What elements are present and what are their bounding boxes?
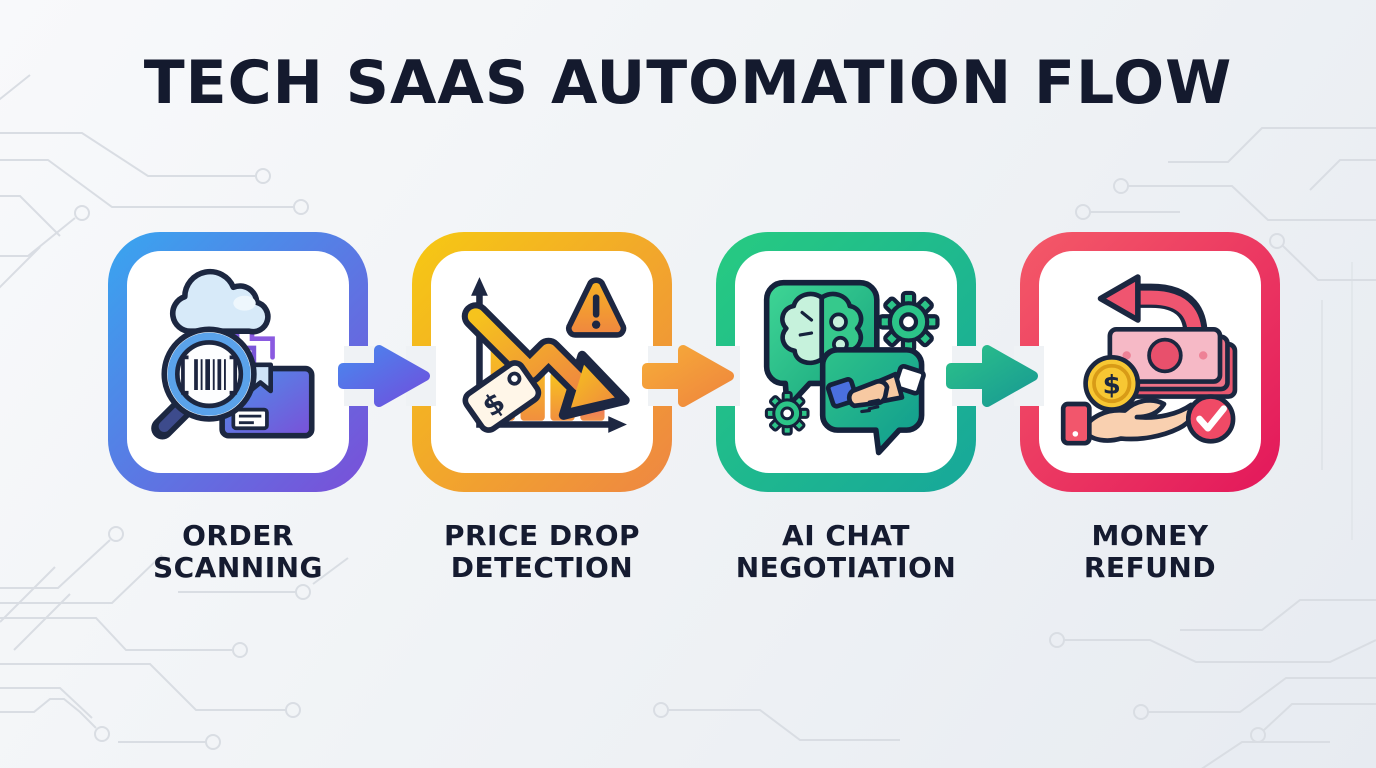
svg-text:$: $ <box>1103 371 1121 401</box>
step-label-line: PRICE DROP <box>443 519 641 552</box>
step-label-line: SCANNING <box>152 550 324 584</box>
step-label-order-scanning: ORDER SCANNING <box>86 520 390 584</box>
card-inner <box>735 251 957 473</box>
card-inner <box>127 251 349 473</box>
money-refund-icon: $ <box>1060 274 1238 446</box>
step-card-money-refund: $ <box>1014 232 1280 492</box>
flow-arrow-2 <box>642 345 734 407</box>
step-label-line: MONEY <box>1091 519 1209 552</box>
ai-chat-negotiation-icon <box>763 279 944 456</box>
step-card-price-drop: $ <box>406 232 678 492</box>
page-title: TECH SAAS AUTOMATION FLOW <box>143 48 1233 118</box>
step-label-line: DETECTION <box>450 550 634 584</box>
step-card-ai-chat <box>710 232 982 492</box>
step-label-line: AI CHAT <box>782 519 910 552</box>
step-label-line: NEGOTIATION <box>735 550 957 584</box>
step-label-price-drop: PRICE DROP DETECTION <box>390 520 694 584</box>
order-scanning-icon <box>151 268 315 440</box>
step-label-line: REFUND <box>1083 550 1217 584</box>
step-label-ai-chat: AI CHAT NEGOTIATION <box>694 520 998 584</box>
step-label-line: ORDER <box>182 519 294 552</box>
step-label-money-refund: MONEY REFUND <box>998 520 1302 584</box>
price-drop-icon: $ <box>461 277 630 433</box>
step-card-order-scanning <box>108 232 374 492</box>
flow-arrow-1 <box>338 345 430 407</box>
flow-arrow-3 <box>946 345 1038 407</box>
card-inner: $ <box>1039 251 1261 473</box>
card-inner: $ <box>431 251 653 473</box>
